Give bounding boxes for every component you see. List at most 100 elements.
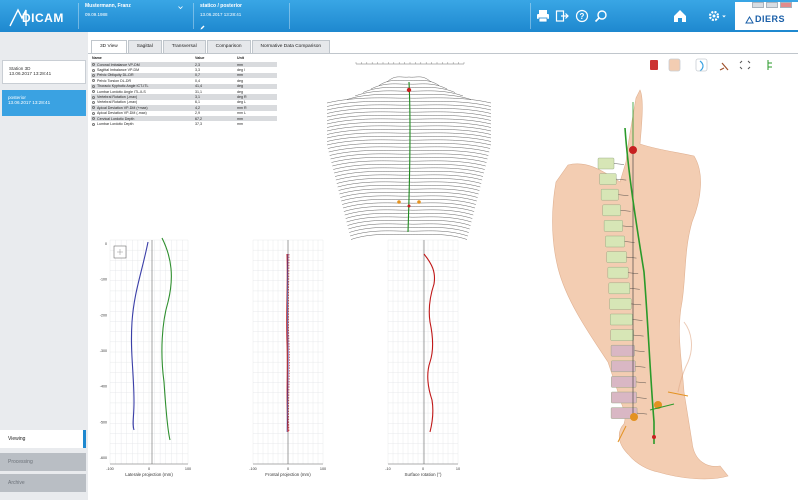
dimple-left-marker[interactable] — [630, 413, 638, 421]
mesh-line — [326, 136, 492, 142]
expand-icon[interactable] — [92, 122, 95, 126]
nav-archive[interactable]: Archive — [0, 474, 86, 492]
mesh-line — [334, 171, 484, 177]
exam-card[interactable]: posterior 13.06.2017 13:28:41 — [2, 90, 86, 116]
expand-icon[interactable] — [92, 100, 95, 104]
expand-icon[interactable] — [92, 117, 95, 121]
expand-icon[interactable] — [92, 68, 95, 72]
station-card[interactable]: Station 3D 13.06.2017 13:28:41 — [2, 60, 86, 84]
mesh-line — [333, 164, 485, 170]
mesh-line — [332, 160, 486, 167]
tab-normative-comparison[interactable]: Normative Data Comparison — [251, 40, 331, 53]
x-axis-label: Frontal projection (mm) — [265, 472, 311, 477]
search-icon[interactable] — [594, 9, 608, 23]
vertebra-axis — [613, 163, 625, 165]
mesh-dimple-right[interactable] — [417, 200, 421, 204]
mesh-line — [347, 220, 471, 226]
vertebra-body — [610, 345, 635, 357]
lighting-icon[interactable] — [719, 62, 729, 71]
mesh-dimple-left[interactable] — [397, 200, 401, 204]
mesh-vp-marker[interactable] — [406, 87, 412, 93]
minimize-button[interactable] — [752, 2, 764, 8]
param-unit: mm — [237, 121, 243, 126]
pelvis-axis-left — [617, 425, 627, 443]
param-value: 2,3 — [195, 62, 200, 67]
mesh-line — [350, 234, 468, 240]
param-unit: mm — [237, 73, 243, 78]
vertebra-axis — [626, 256, 637, 259]
patient-info[interactable]: Mustermann, Franz 09.09.1988 — [78, 3, 178, 29]
edit-icon[interactable] — [200, 25, 205, 30]
frontal-curve-blue — [286, 253, 289, 433]
expand-icon[interactable] — [92, 95, 95, 99]
exam-card-date: 13.06.2017 13:28:41 — [8, 100, 51, 105]
tab-transversal[interactable]: Transversal — [162, 40, 206, 53]
param-name: Cervical Lordotic Depth — [91, 117, 195, 121]
nav-processing[interactable]: Processing — [0, 453, 86, 471]
tab-sagittal[interactable]: Sagittal — [127, 40, 162, 53]
expand-icon[interactable] — [92, 84, 95, 88]
expand-icon[interactable] — [92, 90, 95, 94]
surface-mesh[interactable] — [326, 62, 492, 240]
home-icon[interactable] — [672, 8, 688, 24]
spine-toggle-frame — [695, 58, 708, 72]
param-unit: deg l — [237, 68, 245, 73]
mesh-icon[interactable] — [650, 60, 658, 70]
tab-comparison[interactable]: Comparison — [206, 40, 251, 53]
print-icon[interactable] — [536, 9, 550, 23]
x-axis-label: Laterale projection (mm) — [125, 472, 173, 477]
spine-toggle-icon[interactable] — [699, 60, 704, 72]
help-icon[interactable]: ? — [575, 9, 589, 23]
expand-icon[interactable] — [92, 106, 95, 110]
param-unit: mm — [237, 116, 243, 121]
tab-3d-view[interactable]: 3D View — [91, 40, 127, 53]
expand-icon[interactable] — [92, 111, 95, 115]
export-icon[interactable] — [555, 9, 569, 23]
mesh-line — [348, 223, 470, 230]
mesh-sacrum-marker[interactable] — [407, 204, 411, 208]
vertebra-body — [609, 298, 632, 310]
back-3d-model[interactable] — [552, 89, 729, 480]
vertebra-axis — [634, 350, 645, 352]
mesh-line — [329, 150, 489, 156]
exam-info[interactable]: statico / posterior 13.06.2017 13:28:41 — [193, 3, 289, 30]
vertebra-prominens-marker[interactable] — [629, 146, 637, 154]
fullscreen-icon[interactable] — [739, 60, 751, 70]
layers-icon[interactable] — [767, 60, 772, 70]
mesh-line — [350, 230, 468, 237]
header-name: Name — [92, 56, 102, 60]
skin-toggle-icon[interactable] — [668, 58, 681, 72]
expand-icon[interactable] — [92, 79, 95, 83]
vertebra-body — [608, 282, 630, 295]
settings-icon[interactable] — [707, 9, 721, 23]
vertebra-body — [605, 235, 625, 248]
y-tick-label: -600 — [100, 456, 107, 460]
expand-icon[interactable] — [92, 63, 95, 67]
vertebra-body — [599, 173, 617, 185]
chevron-down-icon[interactable] — [178, 5, 183, 10]
param-unit: deg R — [237, 95, 247, 100]
tab-divider — [88, 53, 798, 54]
close-button[interactable] — [780, 2, 792, 8]
param-name: Vertebral Rotation (-max) — [91, 95, 195, 99]
chevron-down-icon[interactable] — [722, 15, 726, 18]
nav-viewing[interactable]: Viewing — [0, 430, 86, 448]
param-unit: mm R — [237, 105, 247, 110]
expand-icon[interactable] — [92, 74, 95, 78]
maximize-button[interactable] — [766, 2, 778, 8]
